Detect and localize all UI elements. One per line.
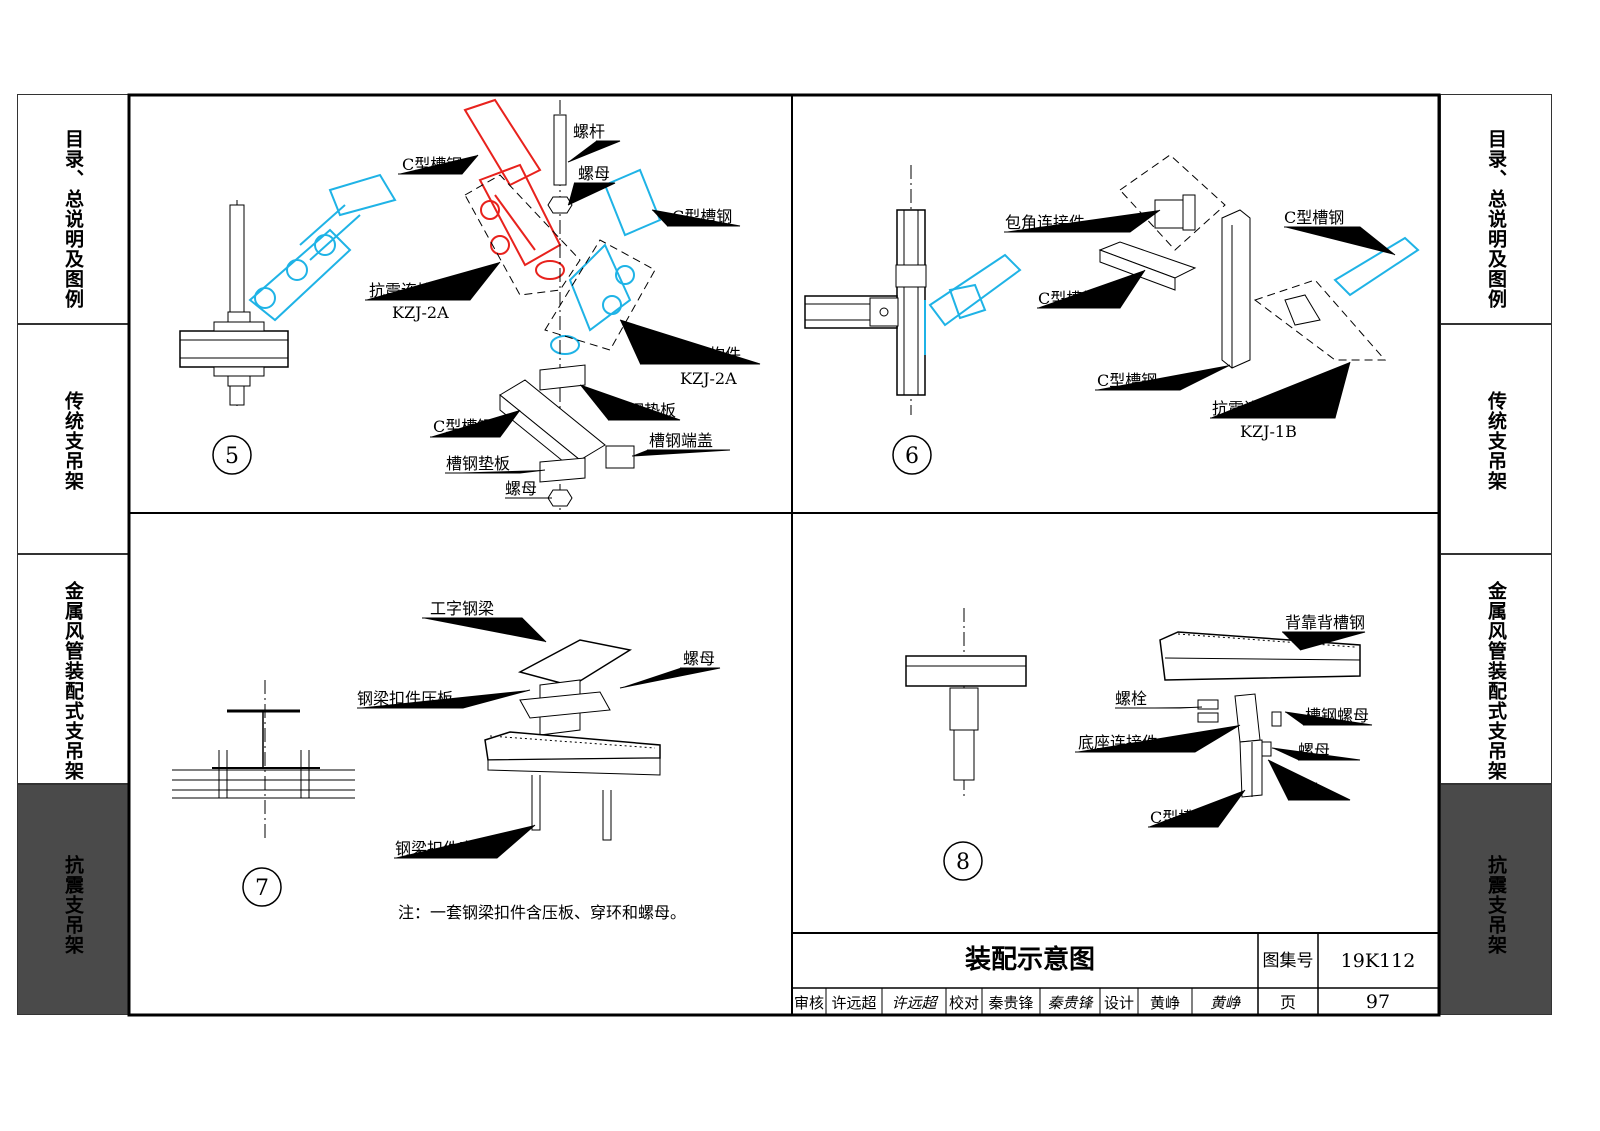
label-base-connector: 底座连接件 [1078,733,1158,752]
label-clamp-plate: 钢梁扣件压板 [357,689,453,708]
panel-7-note: 注：一套钢梁扣件含压板、穿环和螺母。 [398,903,686,922]
side-tab-label: 金属风管装配式支吊架 [62,581,84,781]
atlas-number: 19K112 [1341,950,1416,972]
page-number: 97 [1366,991,1390,1013]
designer-signature: 黄峥 [1210,994,1241,1012]
label-channel-endcap: 槽钢端盖 [649,431,713,450]
panel-7: 工字钢梁 螺母 钢梁扣件压板 钢梁扣件穿环 注：一套钢梁扣件含压板、穿环和螺母。… [172,599,721,922]
title-block: 装配示意图 图集号 19K112 审核 许远超 许远超 校对 秦贵锋 秦贵锋 设… [792,932,1439,1015]
reviewer-name: 许远超 [831,994,876,1012]
panel-5-number: 5 [225,444,239,469]
label-c-channel-top: C型槽钢 [1038,289,1098,308]
label-bolt-bottom: 螺栓 [1290,781,1322,800]
side-tab-label: 金属风管装配式支吊架 [1485,581,1507,781]
side-tab-label: 抗震支吊架 [62,855,84,955]
reviewer-signature: 许远超 [891,994,938,1012]
label-channel-washer-top: 槽钢垫板 [612,401,676,420]
panel-number-circle [892,435,932,475]
label-kzj: KZJ-1B [1240,422,1297,441]
panel-number-circle [242,867,282,907]
label-seismic-conn-red: 抗震连接构件 [369,281,465,300]
label-angle-connector: 包角连接件 [1005,213,1085,232]
panel-6-number: 6 [905,444,919,469]
side-tab-label: 目录、总说明及图例 [1485,129,1507,309]
side-tab-label: 传统支吊架 [62,391,84,491]
label-c-channel-blue: C型槽钢 [672,207,732,226]
label-nut-bottom: 螺母 [505,479,537,498]
panel-5: C型槽钢 螺杆 螺母 C型槽钢 抗震连接构件 KZJ-2A 抗震连接构件 KZJ… [179,98,761,510]
design-label: 设计 [1104,994,1134,1012]
designer-name: 黄峥 [1150,994,1180,1012]
label-nut: 螺母 [1298,741,1330,760]
page-label: 页 [1280,993,1296,1012]
checker-signature: 秦贵锋 [1047,994,1094,1012]
panel-8: 背靠背槽钢 螺栓 槽钢螺母 底座连接件 螺母 螺栓 C型槽钢 8 [905,608,1373,881]
panel-8-number: 8 [956,850,970,875]
panel-6: 包角连接件 C型槽钢 C型槽钢 C型槽钢 抗震连接构件 KZJ-1B 6 [804,154,1420,475]
label-bolt-top: 螺栓 [1115,689,1147,708]
drawing-title: 装配示意图 [965,944,1095,975]
panel-7-number: 7 [255,876,269,901]
label-seismic-conn: 抗震连接构件 [1212,399,1308,418]
side-tab-label: 目录、总说明及图例 [62,129,84,309]
sheet-frame [127,93,1441,1017]
label-back-to-back: 背靠背槽钢 [1285,613,1365,632]
label-seismic-conn-blue: 抗震连接构件 [645,345,741,364]
label-nut: 螺母 [683,649,715,668]
label-i-beam: 工字钢梁 [430,599,494,618]
panel-number-circle [212,435,252,475]
label-c-channel: C型槽钢 [1150,808,1210,827]
checker-name: 秦贵锋 [988,994,1033,1012]
label-threaded-rod: 螺杆 [573,122,605,141]
label-c-channel-mid: C型槽钢 [1284,208,1344,227]
panel-number-circle [943,841,983,881]
label-c-channel-vert: C型槽钢 [1097,371,1157,390]
label-kzj-red: KZJ-2A [392,303,449,322]
check-label: 校对 [949,994,979,1012]
label-c-channel-bottom: C型槽钢 [433,417,493,436]
label-kzj-blue: KZJ-2A [680,369,737,388]
label-c-channel-red: C型槽钢 [402,155,462,174]
label-clamp-loop: 钢梁扣件穿环 [395,839,491,858]
review-label: 审核 [794,994,824,1012]
side-tab-label: 抗震支吊架 [1485,855,1507,955]
label-channel-nut: 槽钢螺母 [1305,706,1369,725]
label-nut-top: 螺母 [578,164,610,183]
side-tab-seismic[interactable]: 抗震支吊架 [1440,784,1552,1015]
atlas-label: 图集号 [1263,951,1314,971]
side-tab-label: 传统支吊架 [1485,391,1507,491]
label-channel-washer-bottom: 槽钢垫板 [446,454,510,473]
